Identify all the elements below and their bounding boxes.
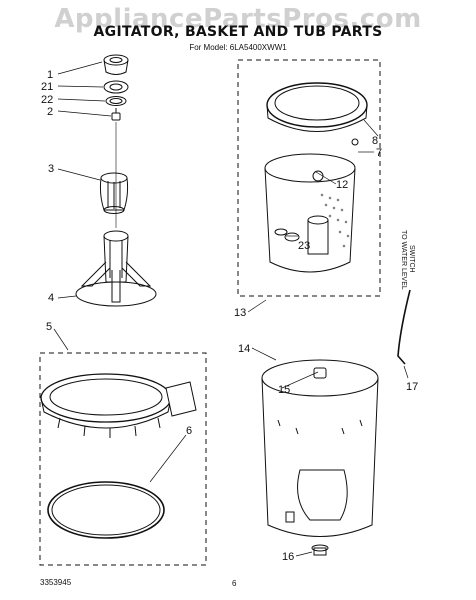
callout-leader-lines (53, 61, 409, 557)
watermark: AppliancePartsPros.com (54, 4, 422, 34)
callout-12: 12 (336, 179, 348, 191)
basket-group-box (237, 59, 381, 297)
water-level-switch-note-line1: TO WATER LEVEL (400, 230, 407, 290)
callout-16: 16 (282, 551, 294, 563)
model-subtitle: For Model: 6LA5400XWW1 (189, 43, 287, 52)
callout-6: 6 (186, 425, 192, 437)
tub-ring-group-box (39, 352, 207, 566)
callout-5: 5 (46, 321, 52, 333)
callout-3: 3 (48, 163, 54, 175)
part-bolt (111, 108, 121, 121)
part-code: 3353945 (40, 578, 72, 587)
callout-15: 15 (278, 384, 290, 396)
callout-17: 17 (406, 381, 418, 393)
callout-13: 13 (234, 307, 246, 319)
part-agitator-barrel (99, 172, 129, 214)
part-seal-ring (105, 96, 127, 106)
part-balance-ring (266, 82, 368, 132)
part-drain-nut (311, 544, 329, 556)
callout-8: 8 (372, 135, 378, 147)
callout-23: 23 (298, 240, 310, 252)
callout-2: 2 (47, 106, 53, 118)
callout-1: 1 (47, 69, 53, 81)
part-tub-ring (40, 373, 197, 438)
callout-4: 4 (48, 292, 54, 304)
part-plug (274, 228, 300, 242)
callout-22: 22 (41, 94, 53, 106)
part-agitator-base (75, 230, 157, 307)
water-level-switch-note-line2: SWITCH (408, 245, 415, 273)
part-tub-ring-seal (47, 481, 165, 539)
part-cam (103, 80, 129, 94)
page-number: 6 (232, 579, 237, 588)
part-agitator-cap (103, 54, 129, 75)
part-basket (264, 138, 359, 273)
part-water-level-hose (397, 289, 411, 365)
basket-perforations (320, 193, 350, 248)
page-title: AGITATOR, BASKET AND TUB PARTS (93, 24, 383, 40)
callout-14: 14 (238, 343, 250, 355)
part-outer-tub (261, 359, 379, 537)
callout-7: 7 (376, 147, 382, 159)
callout-21: 21 (41, 81, 53, 93)
